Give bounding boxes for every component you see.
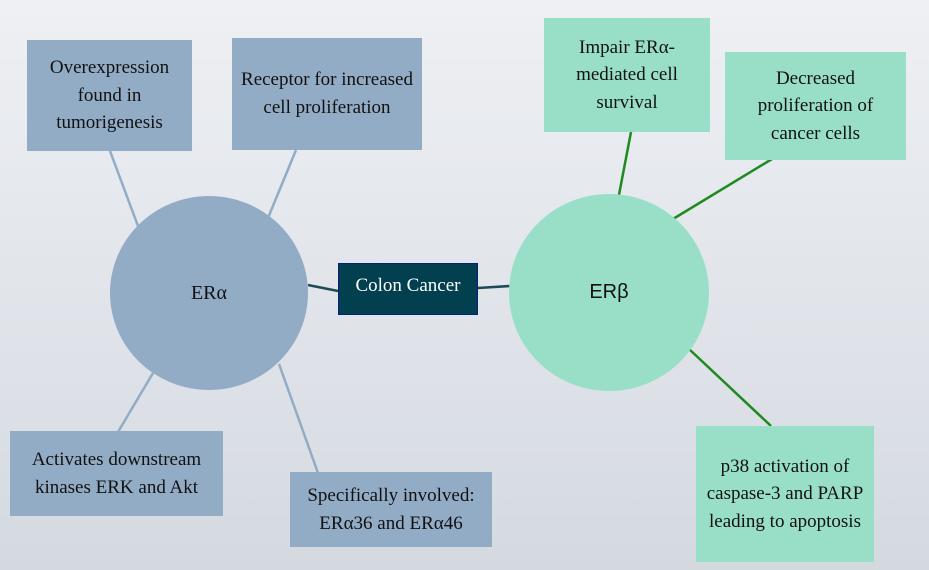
connector-era-center bbox=[307, 283, 339, 293]
connector-erb-impair bbox=[616, 131, 633, 201]
connector-era-involved bbox=[277, 363, 320, 474]
hub-era: ERα bbox=[110, 196, 308, 390]
node-p38-activation: p38 activation of caspase-3 and PARP lea… bbox=[696, 426, 874, 562]
node-decreased-proliferation: Decreased proliferation of cancer cells bbox=[725, 52, 906, 160]
connector-erb-p38 bbox=[688, 348, 772, 427]
connector-era-kinases bbox=[116, 372, 155, 433]
connector-era-overexpression bbox=[108, 150, 140, 227]
connector-era-receptor bbox=[266, 149, 298, 219]
node-impair-era: Impair ERα-mediated cell survival bbox=[544, 18, 710, 132]
connector-center-erb bbox=[477, 284, 511, 290]
node-receptor-proliferation: Receptor for increased cell proliferatio… bbox=[232, 38, 422, 150]
hub-erb: ERβ bbox=[509, 194, 709, 391]
connector-erb-decreased bbox=[672, 157, 773, 221]
node-specifically-involved: Specifically involved: ERα36 and ERα46 bbox=[290, 472, 492, 547]
center-node-colon-cancer: Colon Cancer bbox=[338, 263, 478, 315]
node-activates-kinases: Activates downstream kinases ERK and Akt bbox=[10, 431, 223, 516]
node-overexpression: Overexpression found in tumorigenesis bbox=[27, 40, 192, 151]
